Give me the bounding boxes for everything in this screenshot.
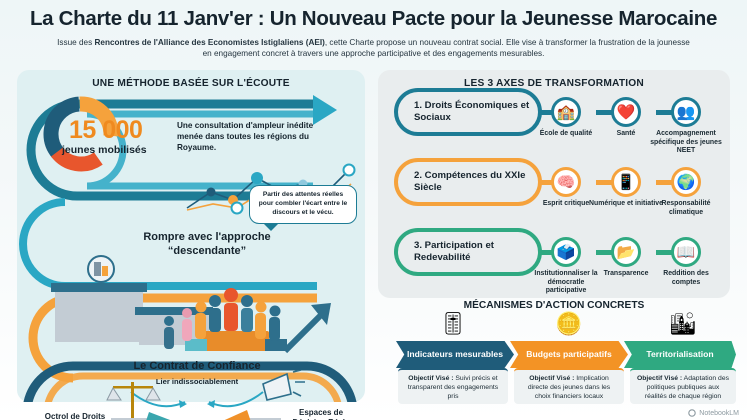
folder-icon[interactable]: 📂 [611, 237, 641, 267]
brain-head-icon[interactable]: 🧠 [551, 167, 581, 197]
mechanism-card-2: Objectif Visé : Implication directe des … [514, 368, 624, 404]
folder-glyph: 📂 [616, 243, 636, 261]
watermark: NotebookLM [688, 409, 739, 417]
left-panel-title: UNE MÉTHODE BASÉE SUR L'ÉCOUTE [92, 78, 290, 89]
consultation-text: Une consultation d'ampleur inédite menée… [177, 121, 314, 153]
axis2-node3-label: Responsabilité climatique [661, 200, 711, 216]
axis-2-label: 2. Compétences du XXIe Siècle [414, 169, 526, 193]
axis3-node2-label: Transparence [603, 270, 649, 277]
header: La Charte du 11 Janv'er : Un Nouveau Pac… [0, 0, 747, 60]
mechanism-chevron-indicateurs[interactable]: Indicateurs mesurables [396, 341, 514, 368]
people-support-icon[interactable]: 👥 [671, 97, 701, 127]
tablet-touch-icon[interactable]: 📱 [611, 167, 641, 197]
objective-bold-2: Objectif Visé : [529, 375, 575, 382]
axis1-node3-label: Accompagnement spécifique des jeunes NEE… [650, 130, 722, 155]
gauge-icon: 🎚 [433, 313, 473, 335]
school-glyph: 🏫 [556, 103, 576, 121]
axis-3-label: 3. Participation et Redevabilité [414, 239, 494, 263]
axis1-node2-label: Santé [616, 130, 636, 137]
mechanisms-title: MÉCANISMES D'ACTION CONCRETS [463, 300, 645, 311]
health-heart-icon[interactable]: ❤️ [611, 97, 641, 127]
open-book-icon[interactable]: 📖 [671, 237, 701, 267]
mechanism-label-2: Budgets participatifs [526, 349, 612, 360]
right-panel-title: LES 3 AXES DE TRANSFORMATION [464, 78, 644, 89]
brain-glyph: 🧠 [556, 173, 576, 191]
objective-text-3: Adaptation des politiques publiques aux … [644, 375, 730, 401]
mechanism-label-3: Territorialisation [646, 349, 714, 360]
contract-heading: Le Contrat de Confiance [133, 360, 261, 372]
donut-chart-icon [43, 96, 119, 172]
axis3-node1-label: Institutionnaliser la démocratle partici… [534, 270, 598, 295]
globe-glyph: 🌍 [676, 173, 696, 191]
subtitle-pre: Issue des [57, 37, 95, 47]
left-panel: UNE MÉTHODE BASÉE SUR L'ÉCOUTE 15 000 je… [17, 70, 365, 420]
notebooklm-logo-icon [688, 409, 697, 417]
mechanism-chevron-budgets[interactable]: Budgets participatifs [510, 341, 628, 368]
axis-1-label: 1. Droits Économiques et Sociaux [414, 99, 530, 123]
heart-glyph: ❤️ [616, 103, 636, 121]
watermark-label: NotebookLM [699, 409, 739, 417]
page-subtitle: Issue des Rencontres de l'Alliance des E… [0, 31, 747, 61]
tablet-glyph: 📱 [616, 173, 636, 191]
subtitle-bold: Rencontres de l'Alliance des Economistes… [94, 37, 325, 47]
axis1-node1-label: École de qualité [539, 130, 593, 137]
rompre-heading: Rompre avec l'approche “descendante” [143, 231, 271, 258]
axis-1-pill[interactable]: 1. Droits Économiques et Sociaux [394, 88, 542, 136]
people-glyph: 👥 [676, 103, 696, 121]
mechanism-chevron-territorialisation[interactable]: Territorialisation [624, 341, 736, 368]
axis2-node2-label: Numérique et initiative [589, 200, 663, 207]
mechanism-label-1: Indicateurs mesurables [406, 349, 503, 360]
objective-bold-1: Objectif Visé : [408, 375, 454, 382]
right-pillar-label: Espaces de Décision Réels [293, 408, 350, 420]
podium-crowd-illustration [51, 255, 331, 354]
axis3-node3-label: Reddition des comptes [663, 270, 709, 286]
subtitle-post: , cette Charte propose un nouveau contra… [202, 37, 690, 59]
mechanism-card-3: Objectif Visé : Adaptation des politique… [630, 368, 736, 404]
objective-bold-3: Objectif Visé : [636, 375, 683, 382]
left-pillar-label: Octrol de Droits [44, 412, 106, 420]
link-label: Lier indissociablement [155, 377, 239, 386]
gauge-glyph: 🎚 [439, 311, 467, 336]
book-glyph: 📖 [676, 243, 696, 261]
stat-number: 15 000 [69, 116, 143, 144]
speech-bubble: Partir des attentes réelles pour combler… [249, 185, 357, 231]
ballot-box-icon[interactable]: 🗳️ [551, 237, 581, 267]
city-buildings-icon: 🏙 [663, 313, 703, 335]
ballot-glyph: 🗳️ [556, 243, 576, 261]
handshake-illustration [106, 370, 305, 420]
stat-label: jeunes mobilisés [62, 144, 147, 156]
mechanism-card-1: Objectif Visé : Suivi précis et transpar… [398, 368, 508, 404]
objective-text-2: Implication directe des jeunes dans les … [527, 375, 611, 401]
coins-glyph: 🪙 [555, 311, 583, 336]
coins-chat-icon: 🪙 [549, 313, 589, 335]
objective-text-1: Suivi précis et transparent des engageme… [407, 375, 499, 401]
axis-3-pill[interactable]: 3. Participation et Redevabilité [394, 228, 542, 276]
page-title: La Charte du 11 Janv'er : Un Nouveau Pac… [29, 7, 718, 30]
globe-icon[interactable]: 🌍 [671, 167, 701, 197]
axis-2-pill[interactable]: 2. Compétences du XXIe Siècle [394, 158, 542, 206]
axis2-node1-label: Esprit critique [542, 200, 590, 207]
city-glyph: 🏙 [669, 311, 697, 336]
school-icon[interactable]: 🏫 [551, 97, 581, 127]
